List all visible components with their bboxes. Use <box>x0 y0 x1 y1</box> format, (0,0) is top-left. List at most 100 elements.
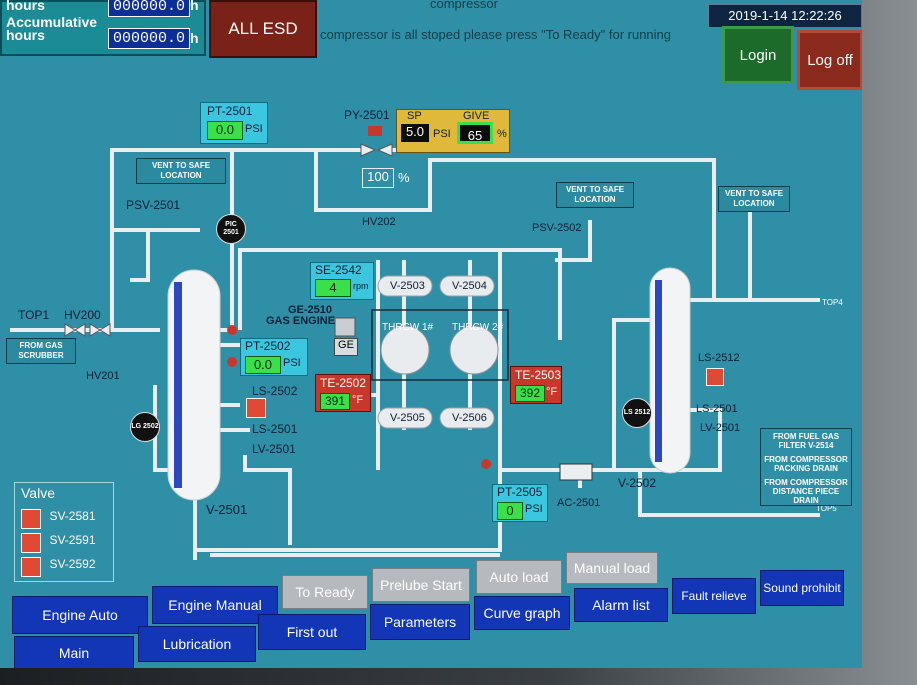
manual-load-button[interactable]: Manual load <box>566 552 658 584</box>
v2501-label: V-2501 <box>206 502 248 517</box>
sv2581-label: SV-2581 <box>49 509 96 523</box>
give-value[interactable]: 65 <box>457 122 493 144</box>
all-esd-button[interactable]: ALL ESD <box>209 0 317 58</box>
vent-box-middle: VENT TO SAFE LOCATION <box>556 182 634 208</box>
lg2502-tag: LG 2502 <box>130 412 160 442</box>
se2542-panel: SE-2542 4 rpm <box>310 262 374 300</box>
pt2501-tag: PT-2501 <box>207 104 253 118</box>
sp-unit: PSI <box>433 128 451 140</box>
hv202-label: HV202 <box>362 216 396 228</box>
hmi-screen: hours 000000.0 h Accumulative hours 0000… <box>0 0 862 668</box>
sp-label: SP <box>407 110 422 122</box>
v2502-label: V-2502 <box>618 476 657 490</box>
drain-sources-box: FROM FUEL GAS FILTER V-2514 FROM COMPRES… <box>760 428 852 506</box>
valve-panel-title: Valve <box>21 485 55 501</box>
te2503-unit: °F <box>546 386 558 398</box>
top1-label: TOP1 <box>18 308 50 322</box>
te2503-value: 392 <box>515 385 545 402</box>
engine-auto-button[interactable]: Engine Auto <box>12 596 148 634</box>
sv2591-label: SV-2591 <box>49 533 96 547</box>
clock-display: 2019-1-14 12:22:26 <box>708 4 862 28</box>
give-unit: % <box>497 128 507 140</box>
top4-label: TOP4 <box>822 298 843 307</box>
valve-percent-unit: % <box>398 170 410 185</box>
curve-graph-button[interactable]: Curve graph <box>474 596 570 630</box>
valve-panel: Valve SV-2581 SV-2591 SV-2592 <box>14 482 114 582</box>
hv201-label: HV201 <box>86 370 120 382</box>
se2542-unit: rpm <box>353 281 369 291</box>
login-button[interactable]: Login <box>722 26 794 84</box>
from-fuel-gas: FROM FUEL GAS FILTER V-2514 <box>772 432 840 450</box>
ge2510-label: GE-2510 <box>288 304 333 316</box>
te2502-unit: °F <box>352 394 364 406</box>
te2502-tag: TE-2502 <box>320 376 367 390</box>
top5-label: TOP5 <box>816 504 837 513</box>
te2502-panel: TE-2502 391 °F <box>315 374 371 412</box>
pt2501-unit: PSI <box>245 123 263 135</box>
pt2502-value: 0.0 <box>245 356 281 374</box>
py2501-label: PY-2501 <box>344 108 390 122</box>
pt2501-value: 0.0 <box>207 121 243 140</box>
pt2501-panel: PT-2501 0.0 PSI <box>200 102 268 144</box>
pt2502-panel: PT-2502 0.0 PSI <box>240 338 308 376</box>
ls2512-indicator <box>706 368 724 386</box>
from-compressor-distance: FROM COMPRESSOR DISTANCE PIECE DRAIN <box>764 478 848 505</box>
first-out-button[interactable]: First out <box>258 614 366 650</box>
parameters-button[interactable]: Parameters <box>370 604 470 640</box>
alarm-list-button[interactable]: Alarm list <box>574 588 668 622</box>
throw1-label: THRCW 1# <box>382 322 434 333</box>
pic2501-tag: PIC 2501 <box>216 214 246 244</box>
ac2501-label: AC-2501 <box>557 497 601 509</box>
status-message: compressor is all stoped please press "T… <box>320 27 672 42</box>
psv2501-label: PSV-2501 <box>126 198 181 212</box>
se2542-tag: SE-2542 <box>315 263 362 277</box>
v2505-label: V-2505 <box>390 412 425 424</box>
gas-engine-label: GAS ENGINE <box>266 315 336 327</box>
vent-box-left: VENT TO SAFE LOCATION <box>136 158 226 184</box>
pt2505-value: 0 <box>497 502 523 520</box>
accumulative-hours-value: 000000.0 <box>108 28 191 49</box>
sp-give-panel: SP 5.0 PSI GIVE 65 % <box>396 109 510 153</box>
sp-value[interactable]: 5.0 <box>401 124 429 142</box>
prelube-start-button[interactable]: Prelube Start <box>372 568 470 602</box>
sv2592-row: SV-2592 <box>21 557 96 582</box>
sound-prohibit-button[interactable]: Sound prohibit <box>760 570 844 606</box>
pt2505-panel: PT-2505 0 PSI <box>492 484 548 522</box>
hours-panel: hours 000000.0 h Accumulative hours 0000… <box>0 0 206 56</box>
sv2592-indicator <box>21 557 41 577</box>
v2503-label: V-2503 <box>390 280 425 292</box>
screen-title: compressor <box>430 0 498 11</box>
engine-manual-button[interactable]: Engine Manual <box>152 586 278 624</box>
lubrication-button[interactable]: Lubrication <box>138 626 256 662</box>
lv2501-left-label: LV-2501 <box>252 442 296 456</box>
te2503-tag: TE-2503 <box>515 368 562 382</box>
ls2512-label: LS-2512 <box>698 352 740 364</box>
sv2592-label: SV-2592 <box>49 557 96 571</box>
pt2502-unit: PSI <box>283 357 301 369</box>
sv2591-indicator <box>21 533 41 553</box>
hv200-label: HV200 <box>64 308 101 322</box>
vessel-v2502 <box>649 267 691 474</box>
logoff-button[interactable]: Log off <box>797 30 862 90</box>
lv2501-right-label: LV-2501 <box>700 422 741 434</box>
accumulative-hours-unit: h <box>190 30 199 46</box>
main-button[interactable]: Main <box>14 636 134 668</box>
to-ready-button[interactable]: To Ready <box>282 575 368 609</box>
sv2581-row: SV-2581 <box>21 509 96 534</box>
piping-diagram <box>10 126 820 560</box>
v2504-label: V-2504 <box>452 280 487 292</box>
ls2501-left-label: LS-2501 <box>252 422 298 436</box>
valve-percent-value: 100 <box>362 168 394 188</box>
fault-relieve-button[interactable]: Fault relieve <box>672 578 756 614</box>
pt2502-tag: PT-2502 <box>245 339 291 353</box>
ge-box: GE <box>334 338 358 356</box>
from-gas-scrubber-box: FROM GAS SCRUBBER <box>6 338 76 364</box>
auto-load-button[interactable]: Auto load <box>476 560 562 594</box>
ls2501-right-label: LS-2501 <box>696 403 738 415</box>
v2506-label: V-2506 <box>452 412 487 424</box>
throw2-label: THRCW 2# <box>452 322 504 333</box>
pt2505-tag: PT-2505 <box>497 485 543 499</box>
pt2505-unit: PSI <box>525 503 543 515</box>
vent-box-right: VENT TO SAFE LOCATION <box>718 186 790 212</box>
sv2581-indicator <box>21 509 41 529</box>
